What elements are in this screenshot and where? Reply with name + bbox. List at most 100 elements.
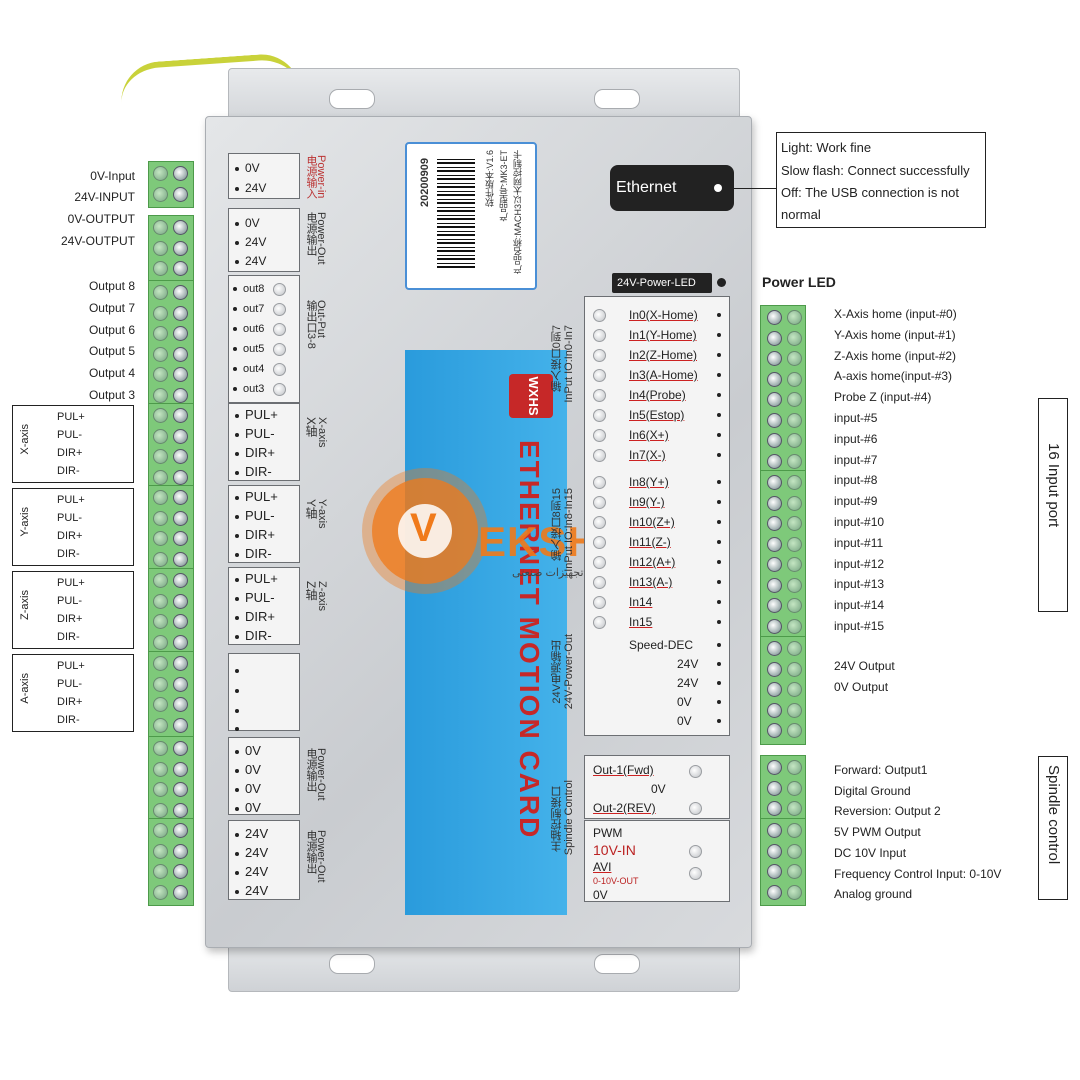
pin-dot [717,580,721,584]
screw-icon [767,577,782,593]
output-led-icon [273,383,286,396]
axis-group-name: Z-axis [19,590,31,620]
screw-icon [787,780,802,796]
axis-group-pin: DIR+ [57,613,83,625]
screw-icon [153,285,168,300]
screw-icon [787,557,802,572]
screw-icon [173,166,188,181]
title-panel: WXHS ETHERNET MOTION CARD [405,350,567,915]
input-pin: In2(Z-Home) [629,348,698,362]
axis-pin: DIR- [235,547,272,560]
axis-group-pin: PUL- [57,595,83,607]
input-pin: In13(A-) [629,575,673,589]
pin-dot [717,333,721,337]
power-led-label: Power LED [762,274,836,290]
output-led-icon [273,283,286,296]
screw-icon [153,326,168,341]
input-pin: In7(X-) [629,448,666,462]
input-pin: In8(Y+) [629,475,669,489]
input-label: input-#5 [834,411,878,425]
screw-icon [173,428,188,444]
input-pin: In4(Probe) [629,388,686,402]
axis-pin: PUL- [235,591,275,604]
spindle-label: Reversion: Output 2 [834,804,941,819]
axis-group-pin: DIR+ [57,530,83,542]
input-label: input-#10 [834,515,885,529]
output-pin: out6 [233,324,264,335]
input-label: Probe Z (input-#4) [834,390,932,405]
screw-icon [153,240,168,256]
screw-icon [787,641,802,656]
pin-dot [717,620,721,624]
screw-icon [767,661,782,677]
power-in-cn: 电源输入 [305,155,317,199]
spindle-label: Forward: Output1 [834,763,928,777]
axis-box: PUL+PUL-DIR+DIR- [228,567,300,645]
input-led-icon [593,596,606,609]
screw-icon [153,884,168,900]
left-label: 24V-INPUT [74,190,135,204]
screw-icon [767,641,782,656]
brand-logo: WXHS [509,374,553,418]
screw-icon [153,367,168,382]
screw-icon [173,387,188,403]
screw-icon [173,864,188,879]
axis-group-pin: DIR- [57,548,80,560]
input-pin: In15 [629,615,653,629]
input-label: Y-Axis home (input-#1) [834,327,956,342]
screw-icon [767,495,782,511]
power-led-icon [717,278,726,287]
input-label: X-Axis home (input-#0) [834,307,957,321]
output-pin: out8 [233,284,264,295]
left-terminal-block [148,215,194,283]
screw-icon [173,186,188,202]
input-led-icon [593,329,606,342]
input-led-icon [593,496,606,509]
screw-icon [767,780,782,796]
ethernet-led-icon [714,184,722,192]
spindle-label: 5V PWM Output [834,825,921,840]
axis-en: X-axis [316,417,328,448]
axis-group-name: X-axis [19,424,31,455]
screw-icon [173,261,188,276]
screw-icon [153,761,168,777]
input-panel: In0(X-Home)In1(Y-Home)In2(Z-Home)In3(A-H… [584,296,730,736]
left-label: Output 8 [88,279,135,293]
screw-icon [173,220,188,235]
screw-icon [153,490,168,505]
screw-icon [787,475,802,490]
screw-icon [767,371,782,387]
axis-cn: X轴 [304,417,318,438]
screw-icon [153,614,168,629]
left-label: Output 5 [88,344,135,359]
screw-icon [787,723,802,738]
power-0v-cn: 电源输出 [305,748,317,792]
axis-group-pin: PUL- [57,512,83,524]
screw-icon [173,573,188,588]
power-label: 0V Output [834,680,889,694]
input-group2-cn: 输入接口8到15 [551,488,563,562]
input-pin: In0(X-Home) [629,308,698,322]
screw-icon [173,676,188,692]
left-label: Output 7 [88,300,135,315]
screw-icon [767,801,782,816]
screw-icon [767,843,782,859]
serial-number: 20200909 [419,158,431,207]
screw-icon [787,884,802,900]
pin-dot [717,373,721,377]
axis-group-pin: DIR- [57,465,80,477]
input-pin: In3(A-Home) [629,368,698,382]
axis-pin: DIR- [235,629,272,642]
screw-icon [173,326,188,341]
axis-pin: PUL- [235,509,275,522]
screw-icon [787,536,802,552]
screw-icon [153,305,168,321]
input-pin: In10(Z+) [629,515,675,529]
left-terminal-block [148,651,194,739]
screw-icon [173,802,188,818]
left-terminal-block [148,568,194,656]
right-terminal-block [760,818,806,906]
